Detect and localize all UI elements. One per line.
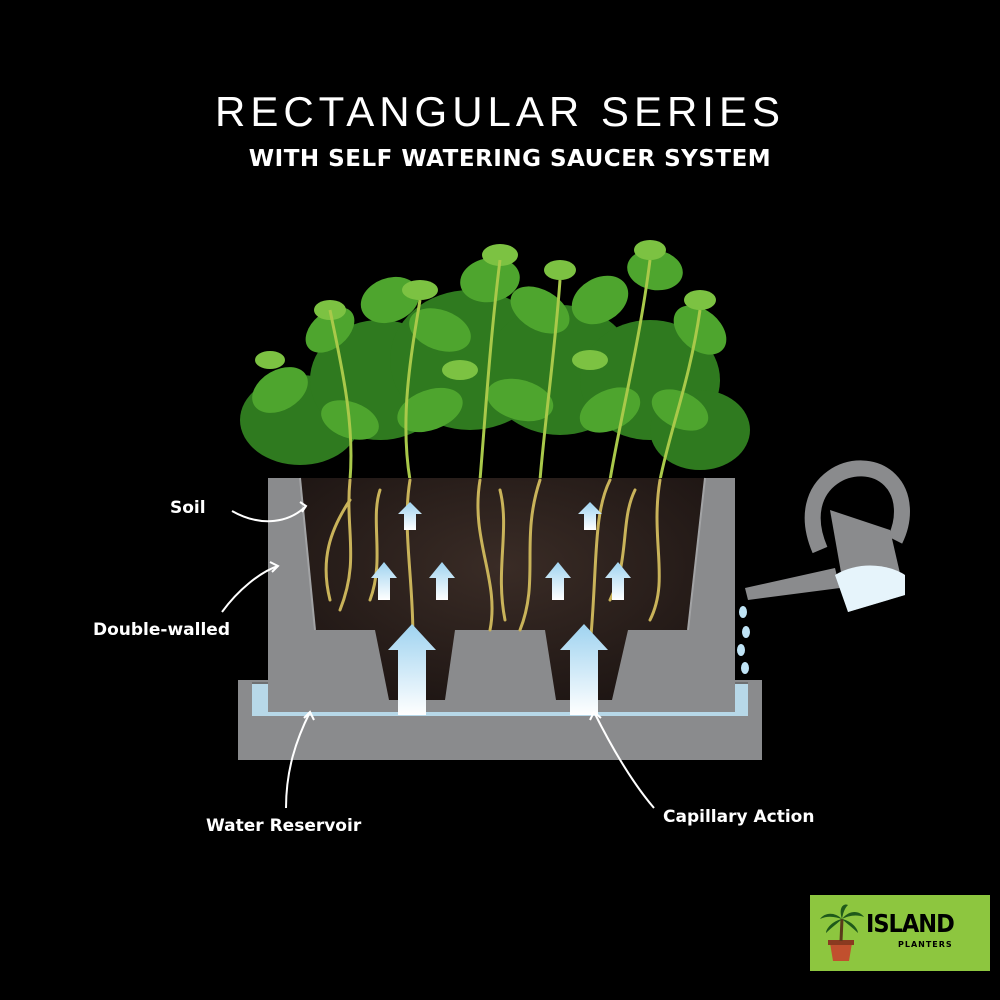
island-planters-logo: ISLAND PLANTERS xyxy=(810,895,990,971)
page-subtitle: WITH SELF WATERING SAUCER SYSTEM xyxy=(248,146,772,172)
callout-pointers xyxy=(221,501,655,809)
logo-wordmark: ISLAND xyxy=(866,909,955,938)
capillary-arrows xyxy=(371,502,631,715)
palm-tree-pot-icon xyxy=(820,904,864,961)
label-soil: Soil xyxy=(170,498,206,518)
logo-subtext: PLANTERS xyxy=(898,940,953,949)
label-capillary-action: Capillary Action xyxy=(663,807,815,827)
watering-can-icon xyxy=(737,460,910,674)
plant-foliage xyxy=(240,240,750,481)
label-water-reservoir: Water Reservoir xyxy=(206,816,362,836)
page-title: RECTANGULAR SERIES xyxy=(215,88,785,135)
plant-roots xyxy=(324,478,662,692)
label-double-walled: Double-walled xyxy=(93,620,231,640)
